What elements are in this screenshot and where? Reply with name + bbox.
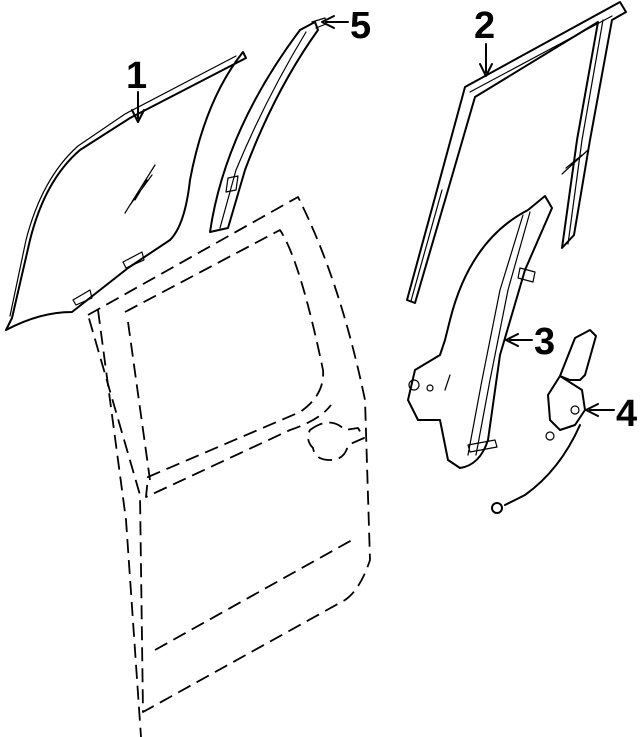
callout-1: 1 <box>126 55 147 123</box>
svg-text:2: 2 <box>474 5 495 47</box>
callout-3: 3 <box>505 321 555 363</box>
callout-5: 5 <box>321 5 371 47</box>
run-channel[interactable] <box>406 1 627 304</box>
svg-text:5: 5 <box>350 5 371 47</box>
window-regulator[interactable] <box>407 195 553 469</box>
callout-4: 4 <box>585 393 637 435</box>
svg-text:1: 1 <box>126 55 147 97</box>
callout-2: 2 <box>474 5 495 77</box>
svg-text:4: 4 <box>616 393 637 435</box>
regulator-motor[interactable] <box>491 329 597 514</box>
svg-text:3: 3 <box>534 321 555 363</box>
door-glass[interactable] <box>5 51 247 331</box>
glass-guide-channel[interactable] <box>209 17 327 233</box>
door-shell <box>87 196 371 737</box>
